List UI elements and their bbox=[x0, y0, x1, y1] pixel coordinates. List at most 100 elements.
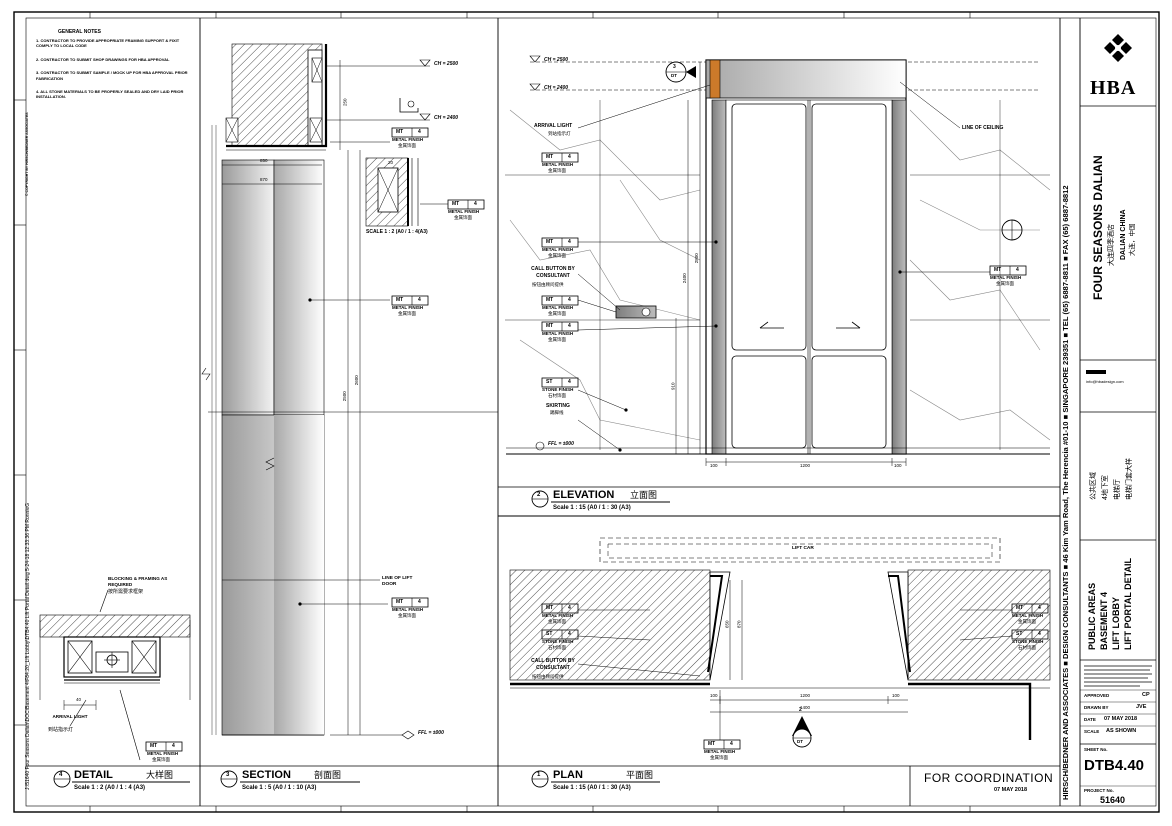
section-ffl: FFL = ±000 bbox=[418, 730, 444, 736]
elev-dim-1200: 1200 bbox=[800, 463, 811, 468]
project-no-label: PROJECT No. bbox=[1084, 788, 1114, 793]
elev-mt-tag-2: MT bbox=[546, 239, 554, 245]
date-label: DATE bbox=[1084, 717, 1096, 722]
detail-blocking-cn: 按所需要求框架 bbox=[108, 589, 144, 595]
elevation-line-of-ceiling: LINE OF CEILING bbox=[962, 125, 1004, 131]
section-line-of-lift: LINE OF LIFT DOOR bbox=[382, 576, 413, 587]
elev-mt-tag-4: MT bbox=[546, 323, 554, 329]
elev-mt-tag-5: MT bbox=[994, 267, 1002, 273]
plan-mt-label-3: METAL FINISH bbox=[1012, 613, 1044, 618]
elevation-arrival: ARRIVAL LIGHT bbox=[534, 123, 573, 129]
elev-mt-cn-1: 金属饰面 bbox=[548, 168, 566, 173]
file-path-label: J:\51640 Four Seasons Dalian\DOC\Basemen… bbox=[25, 502, 31, 790]
detail-mt-tag: MT bbox=[150, 743, 158, 749]
elevation-view-title: ELEVATION bbox=[553, 489, 615, 501]
section-dim-20: 20 bbox=[388, 160, 394, 165]
plan-st-label-2: STONE FINISH bbox=[1012, 639, 1044, 644]
elev-dim-100b: 100 bbox=[894, 463, 902, 468]
detail-view-title-cn: 大样图 bbox=[146, 770, 174, 780]
plan-st-cn-2: 石材饰面 bbox=[1018, 645, 1036, 650]
plan-st-tag-1: ST bbox=[546, 631, 553, 637]
project-number: 51640 bbox=[1100, 795, 1126, 805]
elev-mt-num-3: 4 bbox=[568, 297, 571, 303]
approved-label: APPROVED bbox=[1084, 693, 1110, 698]
section-dim-250: 250 bbox=[342, 98, 348, 107]
plan-st-num-2: 4 bbox=[1038, 631, 1041, 637]
elev-mt-num-4: 4 bbox=[568, 323, 571, 329]
elev-mt-label-1: METAL FINISH bbox=[542, 162, 574, 167]
section-mt-tag-1: MT bbox=[396, 129, 404, 135]
section-mt-label-2: METAL FINISH bbox=[392, 305, 424, 310]
plan-mt-cn-1: 金属饰面 bbox=[548, 619, 566, 624]
elev-mt-num-1: 4 bbox=[568, 154, 571, 160]
sheet-title-3: LIFT LOBBY bbox=[1111, 597, 1121, 650]
plan-mt-num-1: 4 bbox=[568, 605, 571, 611]
plan-dim-100a: 100 bbox=[710, 693, 718, 698]
sheet-number: DTB4.40 bbox=[1084, 757, 1145, 774]
detail-view-scale: Scale 1 : 2 (A0 / 1 : 4 (A3) bbox=[74, 785, 146, 791]
section-view-title-cn: 剖面图 bbox=[314, 770, 342, 780]
hba-logo-text: HBA bbox=[1090, 77, 1137, 99]
project-name: FOUR SEASONS DALIAN bbox=[1091, 155, 1105, 300]
elev-st-num: 4 bbox=[568, 379, 571, 385]
section-dim-2600: 2600 bbox=[353, 375, 359, 386]
section-mt-label-1: METAL FINISH bbox=[392, 137, 424, 142]
section-dim-870: 870 bbox=[260, 177, 268, 182]
plan-view-scale: Scale 1 : 15 (A0 / 1 : 30 (A3) bbox=[553, 785, 631, 791]
hba-email: info@hbadesign.com bbox=[1086, 379, 1124, 384]
approved-value: CP bbox=[1142, 692, 1150, 698]
note-item: 2. CONTRACTOR TO SUBMIT SHOP DRAWINGS FO… bbox=[36, 56, 170, 62]
plan-mt-num-2: 4 bbox=[730, 741, 733, 747]
drawn-value: JVE bbox=[1136, 704, 1147, 710]
elevation-ch2: CH = 2400 bbox=[544, 85, 569, 91]
note-item: 4. ALL STONE MATERIALS TO BE PROPERLY SE… bbox=[36, 89, 184, 100]
elevation-ch1: CH = 2500 bbox=[544, 57, 569, 63]
plan-st-tag-2: ST bbox=[1016, 631, 1023, 637]
elev-section-ref: DT bbox=[671, 73, 677, 78]
note-item: 1. CONTRACTOR TO PROVIDE APPROPRIATE FRA… bbox=[36, 38, 180, 49]
elev-st-cn: 石材饰面 bbox=[548, 393, 566, 398]
plan-mt-cn-3: 金属饰面 bbox=[1018, 619, 1036, 624]
section-ch2: CH = 2400 bbox=[434, 115, 459, 121]
plan-dim-870: 870 bbox=[736, 620, 742, 629]
plan-mt-tag-1: MT bbox=[546, 605, 554, 611]
detail-arrival-cn: 到站指示灯 bbox=[48, 727, 74, 733]
note-item: 3. CONTRACTOR TO SUBMIT SAMPLE / MOCK UP… bbox=[36, 70, 188, 81]
section-mt-cn-1: 金属饰面 bbox=[398, 143, 416, 148]
general-notes-heading: GENERAL NOTES bbox=[58, 29, 101, 35]
elevation-ffl: FFL = ±000 bbox=[548, 441, 574, 447]
section-mt-label-4: METAL FINISH bbox=[448, 209, 480, 214]
elevation-view-number: 2 bbox=[537, 492, 541, 498]
section-mt-num-3: 4 bbox=[418, 599, 421, 605]
drawn-label: DRAWN BY bbox=[1084, 705, 1109, 710]
plan-mt-cn-2: 金属饰面 bbox=[710, 755, 728, 760]
section-mt-cn-4: 金属饰面 bbox=[454, 215, 472, 220]
area-cn-2: 4地下室 bbox=[1102, 475, 1109, 500]
plan-marker-ref: DT bbox=[797, 739, 803, 744]
section-view-number: 3 bbox=[226, 772, 230, 778]
elev-dim-2400: 2400 bbox=[681, 273, 687, 284]
plan-view-number: 1 bbox=[537, 772, 541, 778]
elevation-view-title-cn: 立面图 bbox=[630, 490, 658, 500]
sheet-title-4: LIFT PORTAL DETAIL bbox=[1123, 558, 1133, 650]
plan-dim-650: 650 bbox=[724, 620, 730, 629]
section-mt-tag-3: MT bbox=[396, 599, 404, 605]
elevation-call-button: CALL BUTTON BY CONSULTANT bbox=[531, 266, 575, 279]
elev-mt-tag-3: MT bbox=[546, 297, 554, 303]
elev-mt-cn-3: 金属饰面 bbox=[548, 311, 566, 316]
elev-mt-num-2: 4 bbox=[568, 239, 571, 245]
plan-dim-100b: 100 bbox=[892, 693, 900, 698]
elevation-arrival-cn: 到站指示灯 bbox=[548, 131, 571, 136]
plan-st-label-1: STONE FINISH bbox=[542, 639, 574, 644]
coordination-stamp: FOR COORDINATION bbox=[924, 771, 1054, 785]
elev-mt-num-5: 4 bbox=[1016, 267, 1019, 273]
section-ch1: CH = 2500 bbox=[434, 61, 459, 67]
scale-value: AS SHOWN bbox=[1106, 728, 1137, 734]
section-view-title: SECTION bbox=[242, 769, 291, 781]
hba-logo-icon bbox=[1104, 34, 1132, 62]
elev-mt-label-3: METAL FINISH bbox=[542, 305, 574, 310]
sheet-title-1: PUBLIC AREAS bbox=[1087, 582, 1097, 650]
detail-mt-label: METAL FINISH bbox=[147, 751, 179, 756]
